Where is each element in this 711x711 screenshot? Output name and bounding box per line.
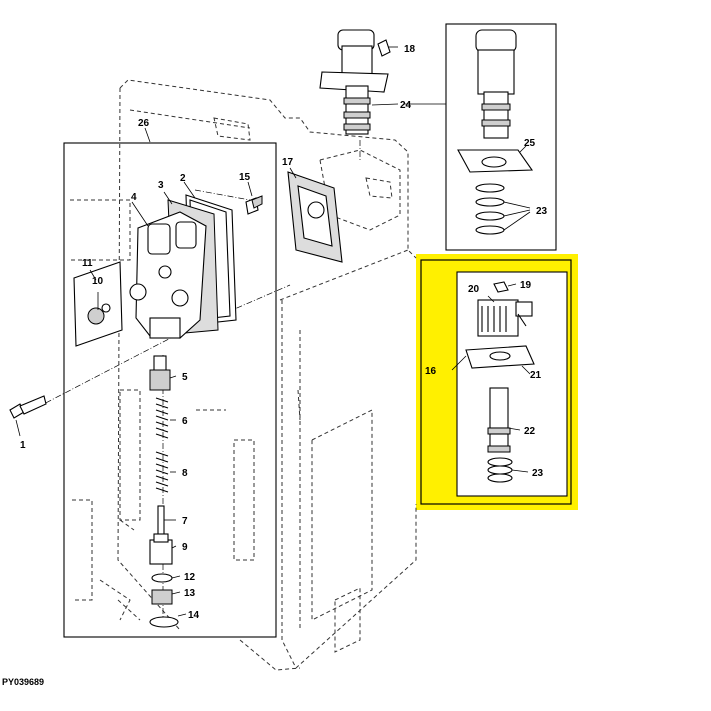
part-14-snap-ring <box>149 613 187 628</box>
part-4-valve-body <box>129 201 207 339</box>
callout-c22: 22 <box>524 426 536 437</box>
part-23-orings-kit <box>487 457 529 483</box>
callout-c21: 21 <box>530 370 542 381</box>
part-22-valve-cartridge <box>451 355 521 453</box>
callout-c23b: 23 <box>536 206 548 217</box>
callout-c4: 4 <box>131 192 137 203</box>
callout-c2: 2 <box>180 173 186 184</box>
detail-frame-left <box>63 142 277 638</box>
callout-c11: 11 <box>82 258 93 269</box>
callout-c16: 16 <box>425 366 437 377</box>
part-25-gasket <box>457 145 534 173</box>
frame-dashed-details <box>70 199 255 621</box>
callout-c3: 3 <box>158 180 164 191</box>
callout-c24: 24 <box>400 100 412 111</box>
callout-c13: 13 <box>184 588 196 599</box>
callout-c15: 15 <box>239 172 251 183</box>
figure-id-code: PY039689 <box>2 677 44 687</box>
callout-c6: 6 <box>182 416 188 427</box>
part-19-nut <box>493 281 517 293</box>
part-6-spring <box>155 397 176 439</box>
valve-housing <box>117 79 417 671</box>
part-9-poppet <box>149 533 177 565</box>
part-7-pin <box>157 505 176 539</box>
callout-c5: 5 <box>182 372 188 383</box>
part-24-solenoid <box>319 29 399 135</box>
part-20-solenoid-coil <box>477 295 533 337</box>
callout-c14: 14 <box>188 610 200 621</box>
detail-frame-top-right <box>445 23 557 251</box>
callout-c9: 9 <box>182 542 188 553</box>
part-10-11-plug-inset <box>73 261 123 347</box>
callout-c25: 25 <box>524 138 536 149</box>
callout-c8: 8 <box>182 468 188 479</box>
callout-c12: 12 <box>184 572 196 583</box>
part-23-orings-top <box>475 183 531 235</box>
part-5-piston <box>149 355 177 391</box>
part-17-gasket <box>287 167 343 263</box>
callout-c1: 1 <box>20 440 26 451</box>
part-18-screw <box>377 39 398 57</box>
part-1-bolt <box>9 395 47 437</box>
callout-c20: 20 <box>468 284 480 295</box>
callout-c23a: 23 <box>532 468 544 479</box>
part-15-screw <box>245 181 263 215</box>
callout-c10: 10 <box>92 276 104 287</box>
callout-c7: 7 <box>182 516 188 527</box>
part-8-spring <box>155 451 176 493</box>
kit-frame-outer <box>420 259 572 505</box>
callout-c26: 26 <box>138 118 150 129</box>
callout-c17: 17 <box>282 157 294 168</box>
part-21-flange-plate <box>465 345 535 375</box>
callout-c18: 18 <box>404 44 416 55</box>
part-13-seat <box>151 589 181 605</box>
part-12-ring <box>151 573 181 583</box>
callout-labels: 1234567891011121314151617181920212223232… <box>20 44 548 621</box>
callout-c19: 19 <box>520 280 532 291</box>
part-24-detail-solenoid <box>404 29 517 139</box>
